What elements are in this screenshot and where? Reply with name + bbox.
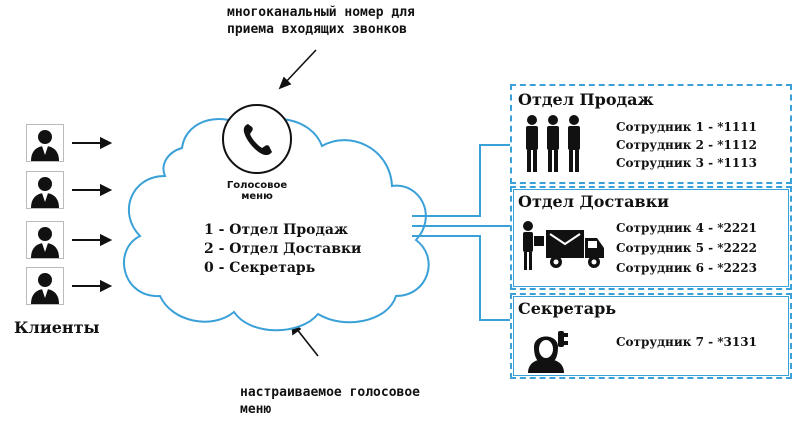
menu-option-secretary: 0 - Секретарь	[204, 260, 316, 276]
link-sales	[412, 144, 510, 217]
employee-item: Сотрудник 4 - *2221	[616, 221, 757, 235]
bottom-annotation-arrow	[295, 327, 319, 357]
employee-list: Сотрудник 7 - *3131	[616, 333, 757, 351]
client-arrow-head	[100, 279, 113, 293]
employee-item: Сотрудник 3 - *1113	[616, 156, 757, 170]
department-inner-frame	[513, 189, 789, 287]
top-annotation-arrow-head	[278, 76, 292, 90]
employee-item: Сотрудник 7 - *3131	[616, 335, 757, 349]
top-annotation: многоканальный номер для приема входящих…	[227, 4, 415, 38]
voice-menu-caption: Голосовое меню	[222, 180, 292, 202]
department-secretary: Секретарь Сотрудник 7 - *3131	[510, 293, 792, 379]
client-avatar-icon	[26, 267, 64, 305]
voice-menu-options: 1 - Отдел Продаж 2 - Отдел Доставки 0 - …	[204, 221, 361, 278]
voice-menu-caption-line1: Голосовое	[226, 180, 288, 191]
employee-list: Сотрудник 4 - *2221 Сотрудник 5 - *2222 …	[616, 218, 757, 278]
department-title: Отдел Доставки	[518, 192, 670, 211]
employee-item: Сотрудник 2 - *1112	[616, 138, 757, 152]
people-group-icon	[520, 112, 586, 182]
phone-icon	[222, 104, 292, 174]
bottom-annotation-line2: меню	[240, 402, 272, 417]
link-secretary	[412, 235, 510, 321]
client-arrow-head	[100, 183, 113, 197]
menu-option-sales: 1 - Отдел Продаж	[204, 222, 349, 238]
client-arrow-head	[100, 233, 113, 247]
employee-item: Сотрудник 5 - *2222	[616, 241, 757, 255]
client-arrow-head	[100, 136, 113, 150]
top-annotation-arrow	[283, 49, 317, 85]
department-title: Секретарь	[518, 299, 617, 318]
department-sales: Отдел Продаж Сотрудник 1 - *1111 Сотрудн…	[510, 84, 792, 184]
employee-item: Сотрудник 6 - *2223	[616, 261, 757, 275]
bottom-annotation: настраиваемое голосовое меню	[240, 384, 420, 418]
department-delivery: Отдел Доставки Сотрудник 4 - *2221 Сотру…	[510, 186, 792, 290]
client-avatar-icon	[26, 171, 64, 209]
voice-menu-caption-line2: меню	[241, 191, 273, 202]
client-avatar-icon	[26, 124, 64, 162]
department-title: Отдел Продаж	[518, 90, 654, 109]
bottom-annotation-line1: настраиваемое голосовое	[240, 385, 421, 400]
top-annotation-line2: приема входящих звонков	[227, 22, 408, 37]
secretary-headset-icon	[524, 325, 572, 377]
clients-label: Клиенты	[14, 318, 100, 337]
top-annotation-line1: многоканальный номер для	[227, 5, 415, 20]
employee-item: Сотрудник 1 - *1111	[616, 120, 757, 134]
client-avatar-icon	[26, 221, 64, 259]
menu-option-delivery: 2 - Отдел Доставки	[204, 241, 362, 257]
employee-list: Сотрудник 1 - *1111 Сотрудник 2 - *1112 …	[616, 118, 757, 172]
delivery-truck-icon	[520, 220, 610, 278]
department-inner-frame	[513, 296, 789, 376]
